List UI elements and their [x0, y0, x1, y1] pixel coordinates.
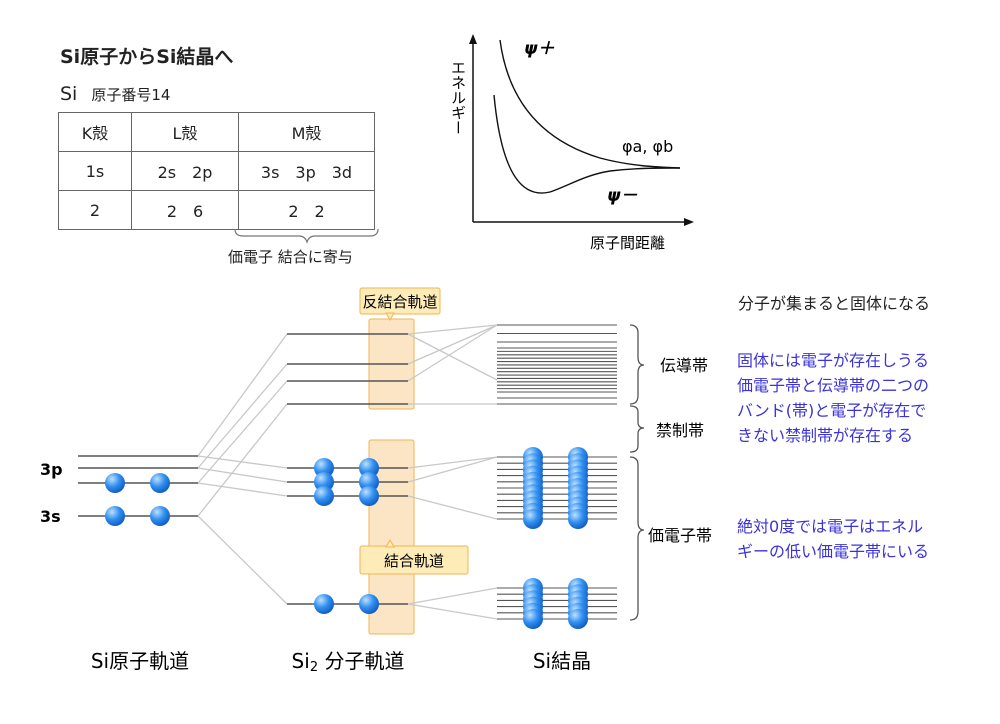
electron [523, 509, 543, 529]
atomic-number: 原子番号14 [91, 86, 171, 104]
electron [359, 486, 379, 506]
electron [359, 458, 379, 478]
molecular-levels [287, 333, 408, 605]
conduction-band-label: 伝導帯 [660, 356, 708, 375]
electrons [105, 447, 588, 629]
cell-k-orbitals: 1s [58, 151, 132, 191]
label-3p: 3p [40, 460, 63, 479]
psi-minus-label: ψ－ [607, 186, 638, 206]
element-symbol: Si [60, 83, 78, 105]
electron [314, 472, 334, 492]
electron [359, 472, 379, 492]
psi-minus-curve [493, 94, 681, 194]
notes-heading: 分子が集まると固体になる [738, 294, 931, 313]
valence-note: 価電子 結合に寄与 [228, 248, 353, 266]
note1-line: 価電子帯と伝導帯の二つの [737, 376, 930, 395]
table-row-electrons: 2 2 6 2 2 [58, 190, 375, 230]
antibonding-callout: 反結合軌道 [359, 287, 441, 322]
note1-line: バンド(帯)と電子が存在で [737, 401, 927, 420]
bonding-callout: 結合軌道 [359, 538, 469, 575]
table-header-row: K殻 L殻 M殻 [58, 112, 375, 152]
electron [314, 486, 334, 506]
atomic-levels [78, 455, 198, 517]
cell-k-electrons: 2 [58, 190, 132, 230]
forbidden-band-label: 禁制帯 [656, 421, 704, 440]
electron [568, 509, 588, 529]
note1-line: きない禁制帯が存在する [737, 426, 914, 445]
psi-plus-curve [499, 39, 681, 169]
x-axis-arrow [684, 218, 694, 226]
electron [568, 609, 588, 629]
note-absolute-zero: 絶対0度では電子はエネル ギーの低い価電子帯にいる [737, 514, 929, 564]
note2-line: ギーの低い価電子帯にいる [737, 542, 930, 561]
electron [314, 594, 334, 614]
crystal-column-label: Si結晶 [533, 649, 591, 673]
atom-column-label: Si原子軌道 [91, 649, 189, 673]
bonding-label: 結合軌道 [384, 552, 444, 570]
molecule-column-label: Si2 分子軌道 [292, 649, 405, 675]
electron [150, 473, 170, 493]
cell-l-orbitals: 2s 2p [131, 151, 239, 191]
y-axis-arrow [469, 34, 477, 44]
electron [150, 506, 170, 526]
shell-m-header: M殻 [238, 112, 375, 152]
label-3s: 3s [40, 507, 61, 526]
antibonding-label: 反結合軌道 [362, 293, 437, 311]
bonding-orbital-box [368, 439, 415, 635]
energy-plot: ψ＋ φa, φb ψ－ エネルギー 原子間距離 [449, 34, 694, 252]
crystal-band-lines [497, 324, 617, 620]
table-row-orbitals: 1s 2s 2p 3s 3p 3d [58, 151, 375, 191]
connector-lines [197, 324, 498, 620]
cell-m-electrons: 2 2 [238, 190, 375, 230]
shell-l-header: L殻 [131, 112, 239, 152]
note-bands: 固体には電子が存在しうる 価電子帯と伝導帯の二つの バンド(帯)と電子が存在で … [737, 348, 929, 448]
page-title: Si原子からSi結晶へ [60, 46, 234, 68]
electron [105, 473, 125, 493]
valence-brace [234, 228, 379, 244]
band-braces [629, 324, 645, 621]
x-axis-label: 原子間距離 [590, 234, 665, 252]
atom-info: Si 原子番号14 [60, 83, 170, 105]
y-axis-label: エネルギー [449, 60, 467, 135]
valence-band-label: 価電子帯 [648, 526, 712, 545]
note2-line: 絶対0度では電子はエネル [737, 517, 924, 536]
phi-label: φa, φb [622, 137, 673, 156]
electron [314, 458, 334, 478]
electron [359, 594, 379, 614]
electron-shell-table: K殻 L殻 M殻 1s 2s 2p 3s 3p 3d 2 2 6 2 2 [58, 112, 375, 230]
cell-m-orbitals: 3s 3p 3d [238, 151, 375, 191]
cell-l-electrons: 2 6 [131, 190, 239, 230]
note1-line: 固体には電子が存在しうる [737, 351, 930, 370]
electron [523, 609, 543, 629]
electron [105, 506, 125, 526]
psi-plus-label: ψ＋ [524, 39, 555, 59]
